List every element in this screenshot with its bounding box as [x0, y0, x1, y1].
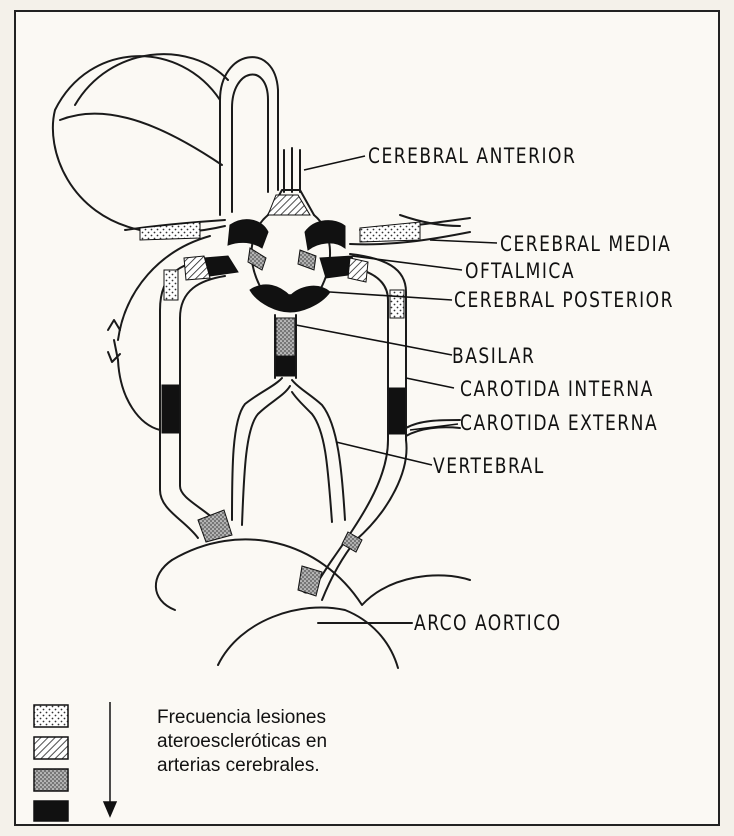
vertebral-arteries — [232, 378, 345, 525]
legend-caption: Frecuencia lesiones ateroescleróticas en… — [157, 706, 327, 778]
legend-line: Frecuencia lesiones — [157, 706, 327, 730]
label-carotida-interna: CAROTIDA INTERNA — [460, 377, 654, 402]
legend — [34, 702, 116, 821]
legend-swatch-stippled — [34, 769, 68, 791]
label-cerebral-posterior: CEREBRAL POSTERIOR — [454, 288, 674, 313]
legend-swatch-dotted — [34, 705, 68, 727]
label-oftalmica: OFTALMICA — [465, 259, 575, 284]
collateral-arrows — [108, 320, 120, 362]
legend-line: arterias cerebrales. — [157, 754, 327, 778]
label-cerebral-media: CEREBRAL MEDIA — [500, 232, 671, 257]
label-basilar: BASILAR — [452, 344, 535, 369]
anterior-cerebral-loop — [53, 54, 278, 232]
label-carotida-externa: CAROTIDA EXTERNA — [460, 411, 658, 436]
label-cerebral-anterior: CEREBRAL ANTERIOR — [368, 144, 576, 169]
aortic-arch — [156, 539, 470, 668]
label-vertebral: VERTEBRAL — [433, 454, 545, 479]
legend-line: ateroescleróticas en — [157, 730, 327, 754]
legend-swatch-hatched — [34, 737, 68, 759]
label-arco-aortico: ARCO AORTICO — [414, 611, 562, 636]
legend-swatch-solid — [34, 801, 68, 821]
